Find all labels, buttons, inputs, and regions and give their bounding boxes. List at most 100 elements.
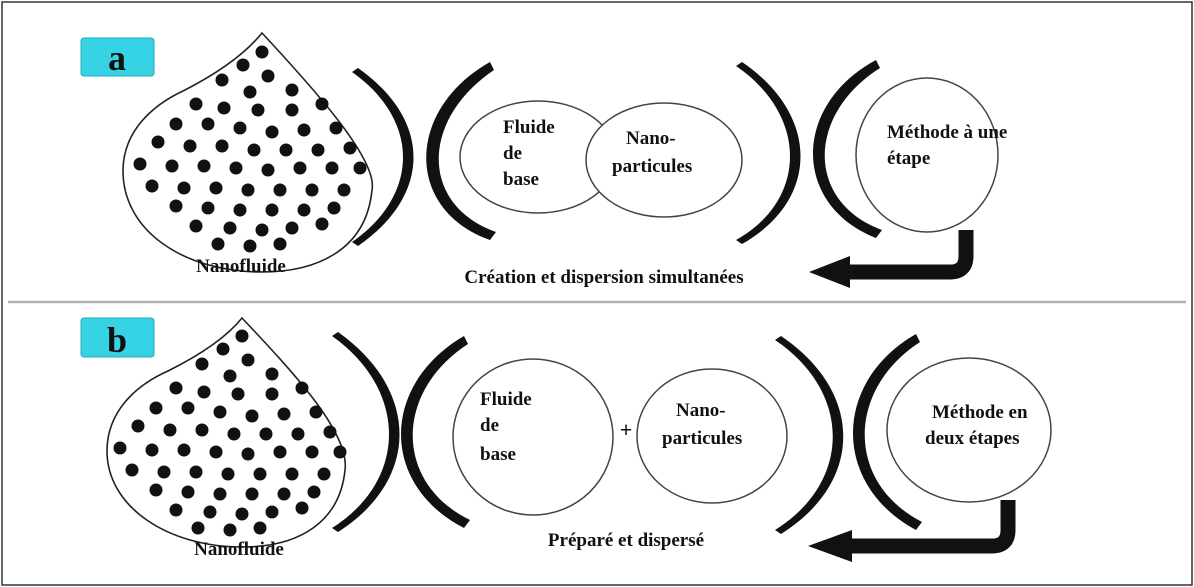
- base-fluid-label-b: Fluide de base: [480, 389, 532, 465]
- particle-dot: [227, 427, 241, 441]
- nanoparticle-dots-b: [113, 329, 347, 537]
- particle-dot: [236, 58, 250, 72]
- base-fluid-label-a: Fluide de base: [503, 117, 555, 190]
- particle-dot: [211, 237, 225, 251]
- arrow-b-head: [808, 530, 852, 562]
- particle-dot: [191, 521, 205, 535]
- particle-dot: [157, 465, 171, 479]
- plus-sign-b: +: [620, 417, 633, 442]
- particle-dot: [247, 143, 261, 157]
- base-fluid-line3-b: base: [480, 444, 516, 465]
- particle-dot: [195, 357, 209, 371]
- particle-dot: [285, 467, 299, 481]
- particle-dot: [203, 505, 217, 519]
- badge-b-label: b: [107, 320, 127, 360]
- particle-dot: [325, 161, 339, 175]
- particle-dot: [265, 367, 279, 381]
- bracket-close-a1: [352, 68, 414, 246]
- particle-dot: [315, 217, 329, 231]
- particle-dot: [285, 221, 299, 235]
- particle-dot: [305, 183, 319, 197]
- particle-dot: [201, 117, 215, 131]
- particle-dot: [241, 353, 255, 367]
- arrow-a-shaft: [848, 230, 974, 280]
- particle-dot: [223, 523, 237, 537]
- particle-dot: [163, 423, 177, 437]
- particle-dot: [273, 237, 287, 251]
- nanoparticles-line1-a: Nano-: [626, 128, 676, 149]
- particle-dot: [279, 143, 293, 157]
- particle-dot: [133, 157, 147, 171]
- base-fluid-line1-b: Fluide: [480, 389, 532, 410]
- method-line1-b: Méthode en: [932, 402, 1028, 423]
- particle-dot: [181, 485, 195, 499]
- particle-dot: [285, 83, 299, 97]
- caption-b: Préparé et dispersé: [548, 530, 704, 551]
- particle-dot: [223, 369, 237, 383]
- base-fluid-line2-a: de: [503, 143, 522, 164]
- particle-dot: [223, 221, 237, 235]
- badge-a-label: a: [108, 38, 126, 78]
- particle-dot: [327, 201, 341, 215]
- particle-dot: [189, 97, 203, 111]
- particle-dot: [145, 179, 159, 193]
- particle-dot: [353, 161, 367, 175]
- particle-dot: [261, 163, 275, 177]
- particle-dot: [113, 441, 127, 455]
- particle-dot: [125, 463, 139, 477]
- particle-dot: [229, 161, 243, 175]
- particle-dot: [295, 501, 309, 515]
- particle-dot: [213, 405, 227, 419]
- particle-dot: [197, 385, 211, 399]
- result-label-b: Nanofluide: [194, 539, 284, 560]
- panel-b: b Nanofluide + Fluide de base Nano- part…: [80, 316, 1052, 562]
- particle-dot: [243, 239, 257, 253]
- bracket-open-b1: [401, 336, 470, 528]
- base-fluid-line3-a: base: [503, 169, 539, 190]
- bracket-open-a1: [426, 62, 496, 240]
- particle-dot: [255, 45, 269, 59]
- particle-dot: [241, 447, 255, 461]
- particle-dot: [233, 121, 247, 135]
- arrow-a-head: [809, 256, 850, 288]
- nanoparticle-dots-a: [133, 45, 367, 253]
- particle-dot: [221, 467, 235, 481]
- particle-dot: [235, 507, 249, 521]
- particle-dot: [131, 419, 145, 433]
- particle-dot: [149, 483, 163, 497]
- particle-dot: [251, 103, 265, 117]
- particle-dot: [311, 143, 325, 157]
- method-label-b: Méthode en deux étapes: [925, 402, 1028, 449]
- particle-dot: [285, 103, 299, 117]
- bracket-close-b2: [775, 336, 844, 534]
- particle-dot: [265, 505, 279, 519]
- particle-dot: [245, 409, 259, 423]
- particle-dot: [261, 69, 275, 83]
- method-line2-a: étape: [887, 148, 930, 169]
- badge-b-box: [80, 317, 155, 358]
- particle-dot: [295, 381, 309, 395]
- particle-dot: [165, 159, 179, 173]
- particle-dot: [293, 161, 307, 175]
- particle-dot: [177, 181, 191, 195]
- arrow-b-shaft: [852, 500, 1016, 554]
- particle-dot: [265, 387, 279, 401]
- base-fluid-circle-b: [452, 358, 614, 516]
- particle-dot: [277, 407, 291, 421]
- particle-dot: [169, 381, 183, 395]
- method-circle-a: [855, 77, 999, 233]
- nanoparticles-label-a: Nano- particules: [612, 128, 692, 177]
- particle-dot: [145, 443, 159, 457]
- badge-a: a: [80, 37, 155, 78]
- particle-dot: [333, 445, 347, 459]
- particle-dot: [197, 159, 211, 173]
- particle-dot: [233, 203, 247, 217]
- particle-dot: [273, 445, 287, 459]
- particle-dot: [253, 521, 267, 535]
- particle-dot: [259, 427, 273, 441]
- particle-dot: [209, 445, 223, 459]
- particle-dot: [245, 487, 259, 501]
